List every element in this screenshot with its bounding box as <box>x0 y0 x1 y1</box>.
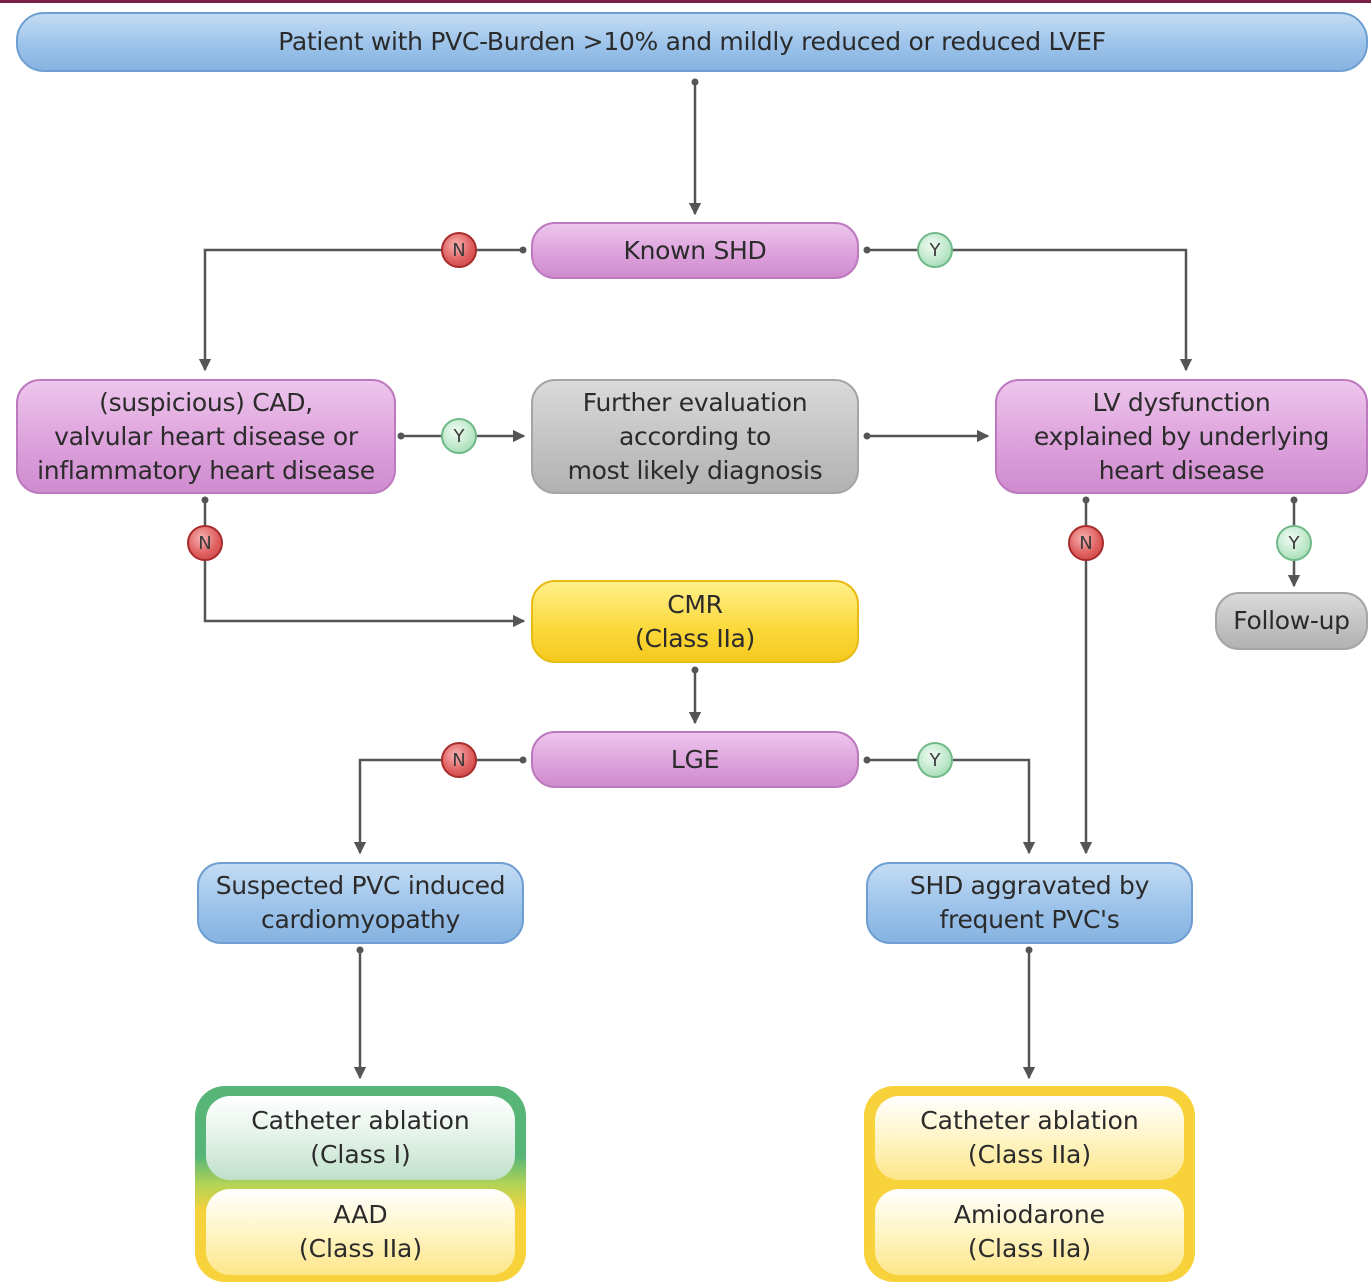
amiodarone-line-2: (Class IIa) <box>967 1234 1092 1263</box>
left-therapy-frame: Catheter ablation (Class I) AAD (Class I… <box>195 1086 526 1282</box>
amiodarone-box: Amiodarone (Class IIa) <box>875 1189 1184 1275</box>
no-badge-known-shd: N <box>441 232 477 268</box>
left-ablation-line-2: (Class I) <box>310 1140 411 1169</box>
lge-label: LGE <box>670 744 720 774</box>
aggravated-line-1: SHD aggravated by <box>909 871 1150 900</box>
cmr-line-1: CMR <box>667 589 723 619</box>
right-therapy-frame: Catheter ablation (Class IIa) Amiodarone… <box>864 1086 1195 1282</box>
cad-line-1: (suspicious) CAD, <box>99 387 313 417</box>
shd-aggravated-box: SHD aggravated by frequent PVC's <box>866 862 1193 944</box>
arrow-lge-yes <box>867 758 1036 855</box>
top-border-line <box>0 0 1371 3</box>
cmr-box: CMR (Class IIa) <box>531 580 859 663</box>
lge-box: LGE <box>531 731 859 788</box>
no-badge-lv: N <box>1068 525 1104 561</box>
arrow-known-shd-no <box>198 248 523 372</box>
amiodarone-line-1: Amiodarone <box>953 1200 1106 1229</box>
cad-line-2: valvular heart disease or <box>54 421 358 451</box>
yes-badge-cad: Y <box>441 418 477 454</box>
yes-badge-lge: Y <box>917 742 953 778</box>
aad-line-2: (Class IIa) <box>298 1234 423 1263</box>
aggravated-line-2: frequent PVC's <box>939 905 1120 934</box>
right-ablation-line-2: (Class IIa) <box>967 1140 1092 1169</box>
arrow-known-shd-yes <box>867 248 1193 372</box>
follow-up-label: Follow-up <box>1233 606 1350 635</box>
further-line-3: most likely diagnosis <box>567 455 823 485</box>
arrow-cad-no-to-cmr <box>203 500 526 628</box>
start-box: Patient with PVC-Burden >10% and mildly … <box>16 12 1368 72</box>
further-evaluation-box: Further evaluation according to most lik… <box>531 379 859 494</box>
lv-line-2: explained by underlying <box>1033 421 1330 451</box>
lv-line-3: heart disease <box>1098 455 1265 485</box>
arrow-lge-no <box>353 758 523 855</box>
suspected-line-1: Suspected PVC induced <box>215 871 506 900</box>
known-shd-box: Known SHD <box>531 222 859 279</box>
no-badge-lge: N <box>441 742 477 778</box>
lv-dysfunction-box: LV dysfunction explained by underlying h… <box>995 379 1368 494</box>
known-shd-label: Known SHD <box>623 235 767 265</box>
start-line-1: Patient with PVC-Burden >10% and mildly … <box>278 27 1106 56</box>
lv-line-1: LV dysfunction <box>1092 387 1271 417</box>
cmr-line-2: (Class IIa) <box>635 623 755 653</box>
cad-box: (suspicious) CAD, valvular heart disease… <box>16 379 396 494</box>
right-ablation-line-1: Catheter ablation <box>920 1106 1139 1135</box>
left-catheter-ablation-box: Catheter ablation (Class I) <box>206 1096 515 1180</box>
further-line-2: according to <box>619 421 771 451</box>
left-ablation-line-1: Catheter ablation <box>251 1106 470 1135</box>
no-badge-cad: N <box>187 525 223 561</box>
aad-line-1: AAD <box>333 1200 388 1229</box>
follow-up-box: Follow-up <box>1215 592 1368 650</box>
aad-box: AAD (Class IIa) <box>206 1189 515 1275</box>
yes-badge-lv: Y <box>1276 525 1312 561</box>
suspected-pvc-box: Suspected PVC induced cardiomyopathy <box>197 862 524 944</box>
cad-line-3: inflammatory heart disease <box>37 455 375 485</box>
right-catheter-ablation-box: Catheter ablation (Class IIa) <box>875 1096 1184 1180</box>
yes-badge-known-shd: Y <box>917 232 953 268</box>
further-line-1: Further evaluation <box>582 387 808 417</box>
suspected-line-2: cardiomyopathy <box>261 905 460 934</box>
